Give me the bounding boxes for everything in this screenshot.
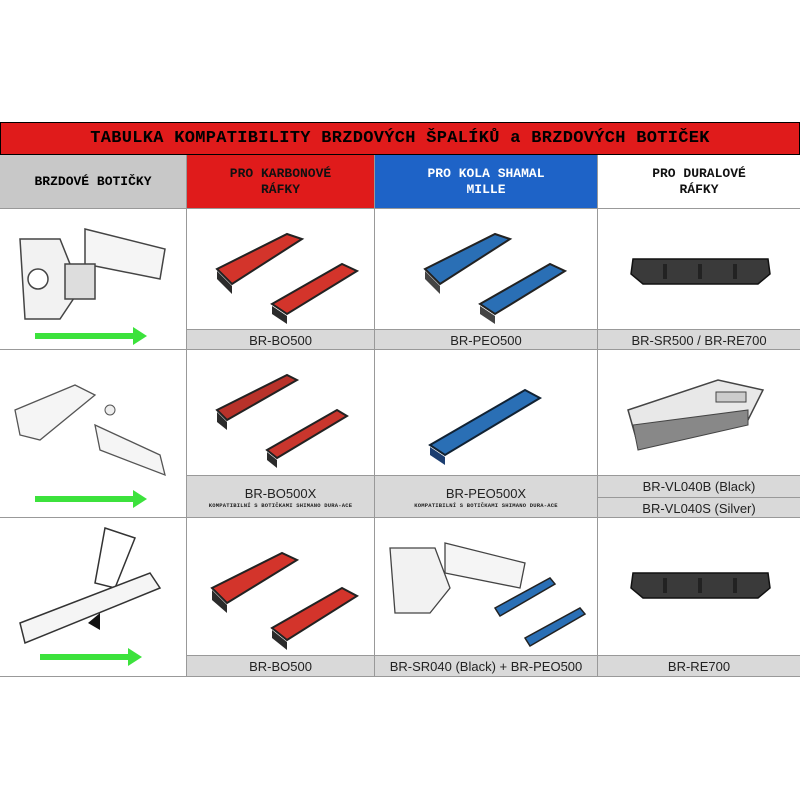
row3-alloy-label: BR-RE700	[598, 655, 800, 676]
brake-shoe-icon	[19, 228, 166, 320]
carbon-pad-icon	[215, 232, 360, 324]
row1-carbon-label: BR-BO500	[187, 329, 374, 349]
row1-alloy-code: BR-SR500 / BR-RE700	[631, 333, 767, 348]
row2-carbon: BR-BO500X KOMPATIBILNÍ S BOTIČKAMI SHIMA…	[187, 350, 375, 518]
header-alloy-label: PRO DURALOVÉ RÁFKY	[652, 165, 746, 197]
brake-shoe-icon	[14, 384, 166, 477]
row2-shoe-image	[0, 350, 187, 518]
arrow-icon	[35, 490, 147, 508]
carbon-pad-icon	[210, 551, 359, 650]
arrow-icon	[40, 648, 142, 666]
alloy-pad-icon	[630, 572, 771, 599]
table-title: TABULKA KOMPATIBILITY BRZDOVÝCH ŠPALÍKŮ …	[0, 122, 800, 155]
shamal-pad-icon	[428, 388, 543, 465]
row1-shamal: BR-PEO500	[375, 208, 598, 350]
row1-shamal-code: BR-PEO500	[450, 333, 522, 348]
row3-shoe-image	[0, 518, 187, 677]
row2-shamal: BR-PEO500X KOMPATIBILNÍ S BOTIČKAMI SHIM…	[375, 350, 598, 518]
row3-carbon: BR-BO500	[187, 518, 375, 677]
row3-shamal: BR-SR040 (Black) + BR-PEO500	[375, 518, 598, 677]
row2-alloy-code-b: BR-VL040S (Silver)	[642, 500, 756, 516]
row2-alloy-label-a: BR-VL040B (Black)	[598, 475, 800, 497]
shamal-pad-icon	[423, 232, 568, 324]
header-shamal: PRO KOLA SHAMAL MILLE	[375, 155, 598, 208]
row3-alloy-code: BR-RE700	[667, 659, 731, 674]
row1-carbon-code: BR-BO500	[249, 333, 312, 348]
row3-carbon-code: BR-BO500	[249, 659, 312, 674]
row2-carbon-code: BR-BO500X	[244, 485, 317, 501]
carbon-pad-icon	[215, 373, 349, 468]
row3-shamal-code: BR-SR040 (Black) + BR-PEO500	[389, 659, 583, 674]
row2-shamal-note: KOMPATIBILNÍ S BOTIČKAMI SHIMANO DURA-AC…	[414, 501, 558, 509]
alloy-pad-icon	[630, 258, 771, 285]
header-alloy: PRO DURALOVÉ RÁFKY	[598, 155, 800, 208]
alloy-shoe-icon	[627, 379, 765, 451]
brake-shoe-icon	[19, 527, 162, 645]
row1-carbon: BR-BO500	[187, 208, 375, 350]
header-shoes: BRZDOVÉ BOTIČKY	[0, 155, 187, 208]
row2-carbon-note: KOMPATIBILNÍ S BOTIČKAMI SHIMANO DURA-AC…	[208, 501, 353, 509]
row1-shoe-image	[0, 208, 187, 350]
row3-carbon-label: BR-BO500	[187, 655, 374, 676]
row2-shamal-code: BR-PEO500X	[445, 485, 527, 501]
arrow-icon	[35, 327, 147, 345]
row1-alloy: BR-SR500 / BR-RE700	[598, 208, 800, 350]
row1-alloy-label: BR-SR500 / BR-RE700	[598, 329, 800, 349]
row1-shamal-label: BR-PEO500	[375, 329, 597, 349]
header-carbon: PRO KARBONOVÉ RÁFKY	[187, 155, 375, 208]
row2-alloy: BR-VL040B (Black) BR-VL040S (Silver)	[598, 350, 800, 518]
row2-alloy-label-b: BR-VL040S (Silver)	[598, 497, 800, 517]
shamal-pad-icon	[389, 542, 587, 648]
header-carbon-label: PRO KARBONOVÉ RÁFKY	[229, 165, 332, 197]
row2-alloy-code-a: BR-VL040B (Black)	[642, 479, 756, 494]
header-shoes-label: BRZDOVÉ BOTIČKY	[34, 173, 152, 189]
row3-shamal-label: BR-SR040 (Black) + BR-PEO500	[375, 655, 597, 676]
header-shamal-label: PRO KOLA SHAMAL MILLE	[427, 165, 545, 197]
row2-shamal-label: BR-PEO500X KOMPATIBILNÍ S BOTIČKAMI SHIM…	[375, 475, 597, 517]
row3-alloy: BR-RE700	[598, 518, 800, 677]
row2-carbon-label: BR-BO500X KOMPATIBILNÍ S BOTIČKAMI SHIMA…	[187, 475, 374, 517]
